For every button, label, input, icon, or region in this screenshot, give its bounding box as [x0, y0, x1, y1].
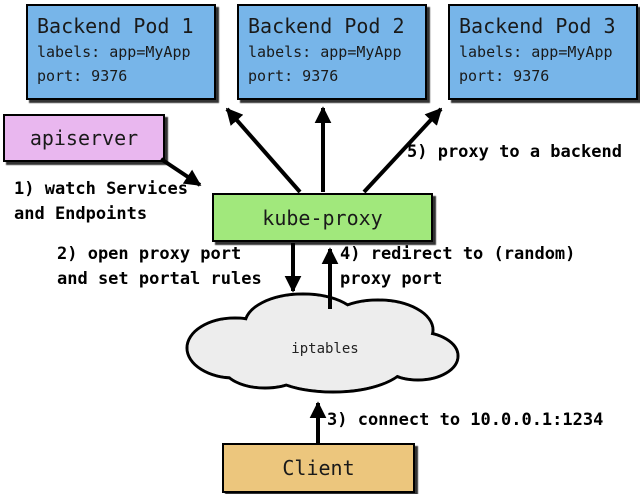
kube-proxy-label: kube-proxy	[262, 205, 383, 230]
pod-title: Backend Pod 1	[37, 14, 194, 38]
pod-labels: labels: app=MyApp	[459, 43, 613, 61]
pod-title: Backend Pod 3	[459, 14, 616, 38]
iptables-cloud-shape	[185, 292, 460, 394]
annotation-step4-redirect: 4) redirect to (random) proxy port	[340, 244, 576, 289]
pod-port: port: 9376	[248, 67, 339, 85]
node-client: Client	[222, 443, 415, 493]
client-label: Client	[282, 456, 355, 480]
annotation-step5-proxy-backend: 5) proxy to a backend	[407, 142, 622, 162]
node-backend-pod-1: Backend Pod 1 labels: app=MyApp port: 93…	[26, 4, 216, 100]
pod-port: port: 9376	[37, 67, 128, 85]
annotation-step2-open-proxy-port: 2) open proxy port and set portal rules	[57, 244, 262, 289]
node-kube-proxy: kube-proxy	[212, 193, 433, 242]
pod-port: port: 9376	[459, 67, 550, 85]
node-backend-pod-2: Backend Pod 2 labels: app=MyApp port: 93…	[237, 4, 427, 100]
node-backend-pod-3: Backend Pod 3 labels: app=MyApp port: 93…	[448, 4, 638, 100]
pod-title: Backend Pod 2	[248, 14, 405, 38]
arrow-proxy-to-pod1	[225, 107, 302, 194]
pod-labels: labels: app=MyApp	[37, 43, 191, 61]
iptables-node-label: iptables	[291, 341, 359, 357]
node-apiserver: apiserver	[3, 114, 165, 162]
annotation-step1-watch-services: 1) watch Services and Endpoints	[14, 179, 188, 224]
annotation-step3-connect: 3) connect to 10.0.0.1:1234	[327, 410, 604, 430]
pod-labels: labels: app=MyApp	[248, 43, 402, 61]
apiserver-label: apiserver	[29, 126, 139, 150]
